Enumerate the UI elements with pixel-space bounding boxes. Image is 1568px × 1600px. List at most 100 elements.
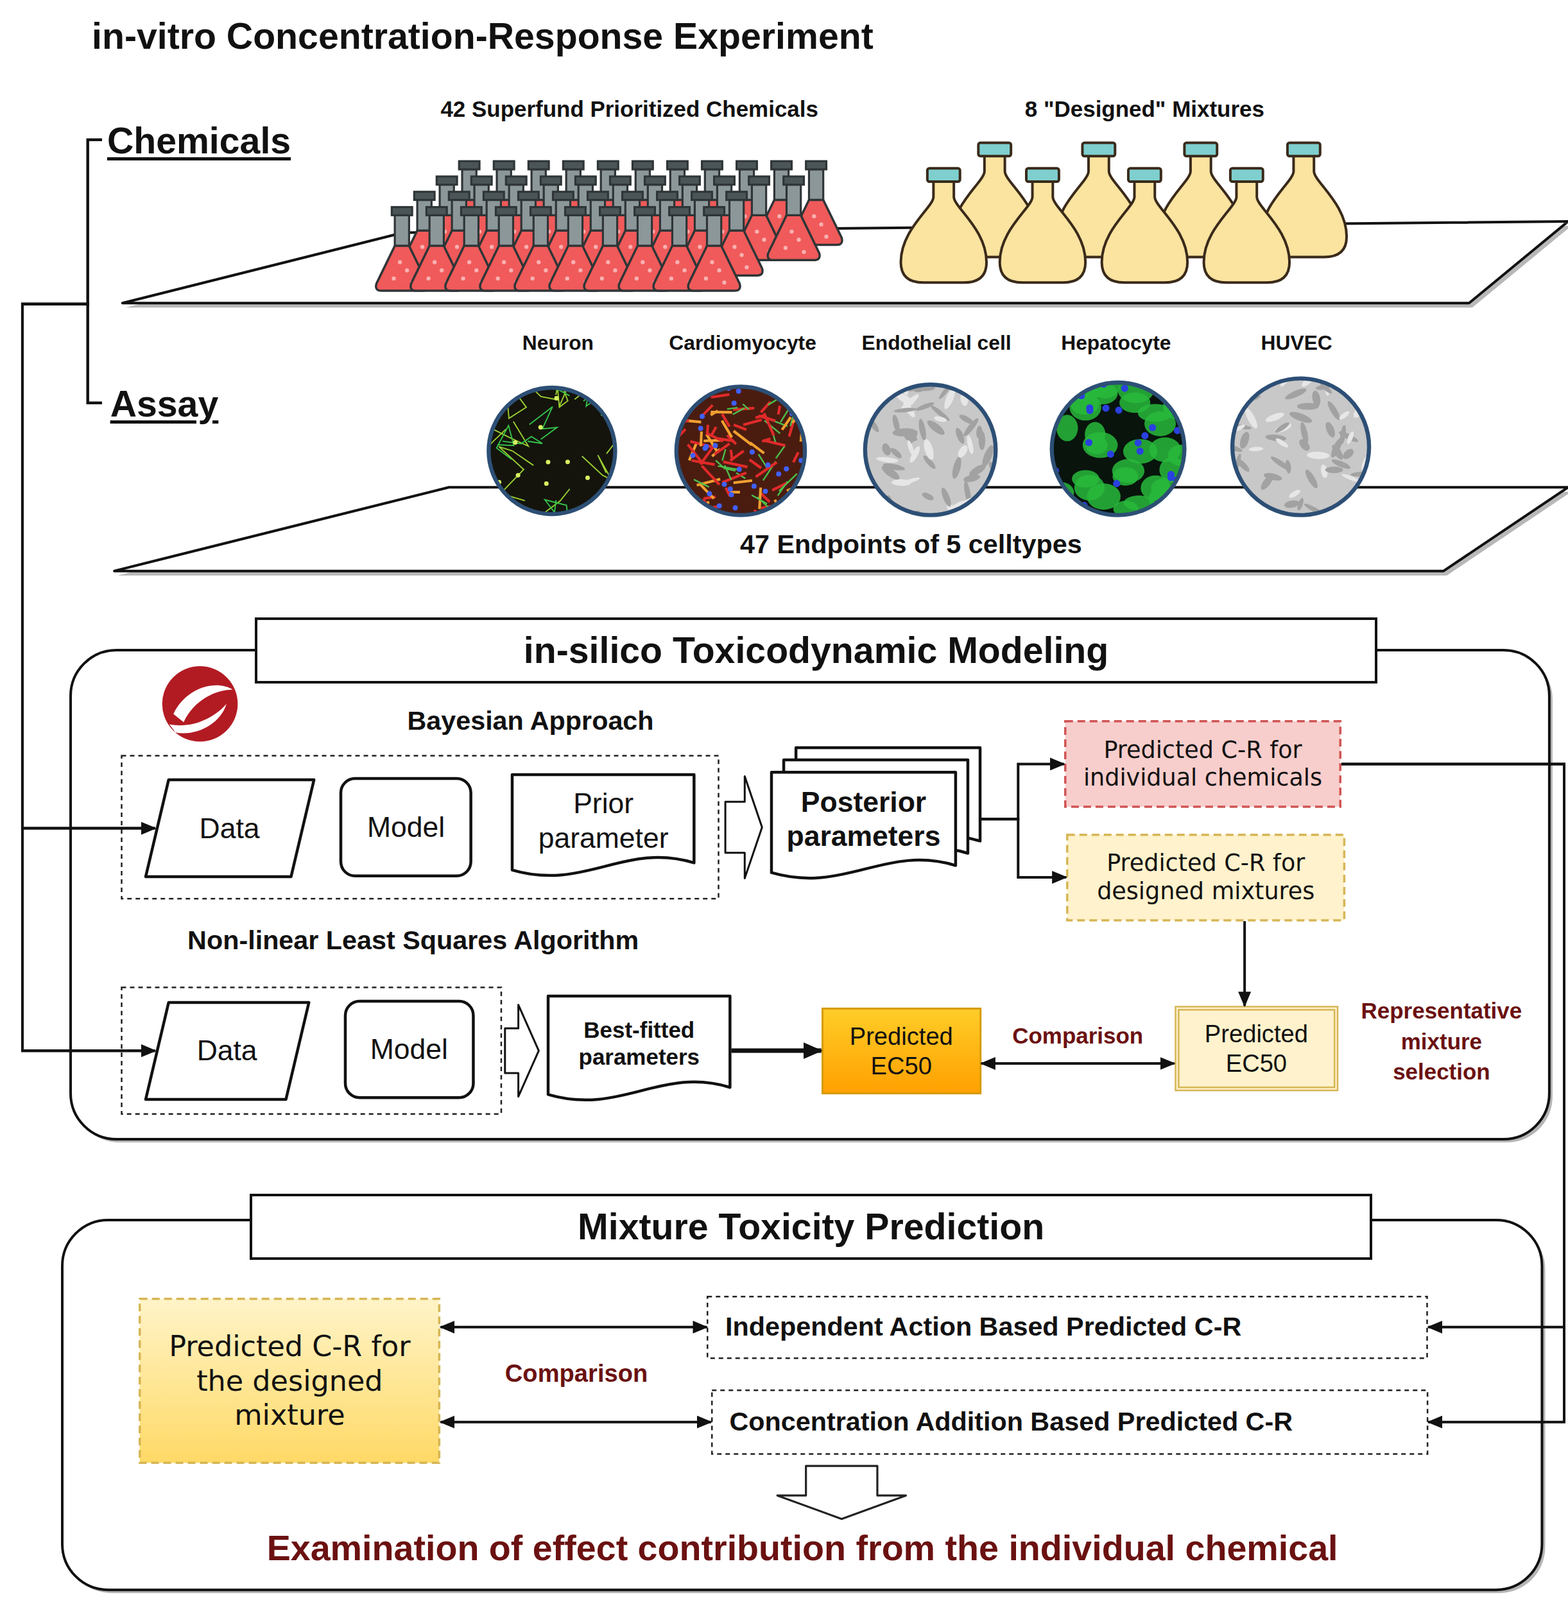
drawing-part: [1338, 424, 1347, 445]
drawing-part: [800, 413, 814, 418]
drawing-part: [736, 473, 746, 479]
drawing-part: [722, 473, 747, 483]
drawing-part: [1306, 451, 1330, 460]
drawing-part: [1118, 377, 1155, 404]
drawing-part: [707, 433, 724, 441]
drawing-part: [498, 446, 534, 494]
flask-cap: [565, 207, 586, 216]
box-outline: [1067, 834, 1345, 920]
box-outline: [1175, 1007, 1338, 1092]
drawing-part: [538, 424, 543, 430]
drawing-part: [1263, 471, 1284, 483]
drawing-part: [727, 407, 738, 409]
node-text: Data: [199, 811, 260, 846]
drawing-part: [722, 413, 730, 427]
flask-neck: [486, 200, 501, 232]
bubble-dot: [611, 222, 615, 227]
drawing-part: [1278, 369, 1294, 389]
bubble-dot: [645, 222, 650, 227]
drawing-part: [761, 438, 771, 441]
flask-neck: [647, 184, 662, 217]
text-frame: Concentration Addition Based Predicted C…: [729, 1393, 1414, 1451]
drawing-part: [915, 401, 936, 413]
bubble-dot: [541, 222, 546, 227]
document-stack: Posterior parameters: [770, 746, 982, 886]
document-box: Prior parameter: [510, 773, 696, 883]
flask-cap: [587, 191, 609, 201]
edge-label: Comparison: [1012, 1022, 1144, 1050]
group-caption: 42 Superfund Prioritized Chemicals: [440, 95, 819, 123]
bubble-dot: [576, 222, 581, 227]
drawing-part: [865, 415, 882, 434]
drawing-part: [917, 418, 928, 442]
drawing-part: [760, 401, 771, 413]
flask-cap: [667, 161, 689, 170]
drawing-part: [529, 406, 558, 440]
drawing-part: [749, 442, 764, 454]
flask-neck: [543, 184, 558, 217]
flask-cap: [1287, 143, 1321, 157]
drawing-part: [958, 412, 975, 426]
drawing-part: [710, 410, 732, 414]
flask-neck: [474, 184, 489, 217]
drawing-part: [689, 442, 698, 461]
cell-label: Cardiomyocyte: [668, 330, 817, 355]
label-frame: Comparison: [474, 1358, 679, 1389]
drawing-part: [702, 404, 714, 416]
drawing-part: [582, 455, 612, 480]
flask-cap: [1184, 143, 1217, 157]
flask-cap: [426, 207, 447, 216]
assay-caption: 47 Endpoints of 5 celltypes: [740, 528, 1083, 561]
drawing-part: [978, 431, 986, 451]
text-frame: Neuron: [476, 328, 640, 358]
drawing-part: [1283, 386, 1308, 402]
note-label: Examination of effect contribution from …: [267, 1526, 1339, 1570]
drawing-part: [937, 383, 953, 400]
drawing-part: [967, 462, 988, 479]
drawing-part: [775, 446, 785, 459]
drawing-part: [1265, 433, 1287, 443]
drawing-part: [704, 444, 710, 450]
flask-neck: [704, 169, 719, 201]
drawing-part: [1284, 459, 1292, 474]
drawing-part: [1337, 429, 1360, 444]
drawing-part: [722, 420, 732, 438]
text-frame: Predicted EC50: [829, 1016, 974, 1087]
flask-neck: [635, 169, 650, 201]
drawing-part: [989, 412, 999, 427]
cell-label: HUVEC: [1261, 330, 1333, 355]
platform-outline: [122, 221, 1568, 303]
drawing-part: [763, 461, 776, 481]
flask-cap: [634, 207, 656, 216]
node-text: Predicted C-R for the designed mixture: [148, 1329, 431, 1432]
drawing-part: [1222, 442, 1244, 454]
drawing-part: [1071, 469, 1100, 488]
flask-neck: [612, 184, 628, 217]
drawing-part: [1330, 457, 1352, 471]
drawing-part: [469, 421, 529, 447]
drawing-part: [1323, 421, 1337, 440]
group-heading: Non-linear Least Squares Algorithm: [187, 924, 639, 957]
drawing-part: [725, 385, 732, 391]
bubble-dot: [742, 214, 747, 219]
node-text: Posterior parameters: [770, 784, 957, 854]
drawing-part: [961, 416, 981, 438]
drawing-part: [1167, 474, 1175, 482]
drawing-part: [512, 440, 518, 445]
flask-cap: [1026, 168, 1060, 182]
flask-cap: [645, 176, 666, 185]
flask-cap: [528, 161, 549, 170]
drawing-part: [758, 454, 768, 470]
drawing-part: [1100, 380, 1108, 388]
flask-neck: [566, 169, 581, 201]
flask-cap: [771, 161, 793, 170]
bubble-dot: [499, 214, 504, 219]
drawing-part: [894, 390, 915, 407]
drawing-part: [1329, 436, 1345, 459]
bubble-dot: [784, 222, 789, 227]
drawing-part: [583, 380, 608, 407]
drawing-part: [707, 424, 708, 436]
drawing-part: [882, 462, 906, 472]
drawing-part: [1338, 409, 1352, 421]
drawing-part: [925, 417, 947, 438]
